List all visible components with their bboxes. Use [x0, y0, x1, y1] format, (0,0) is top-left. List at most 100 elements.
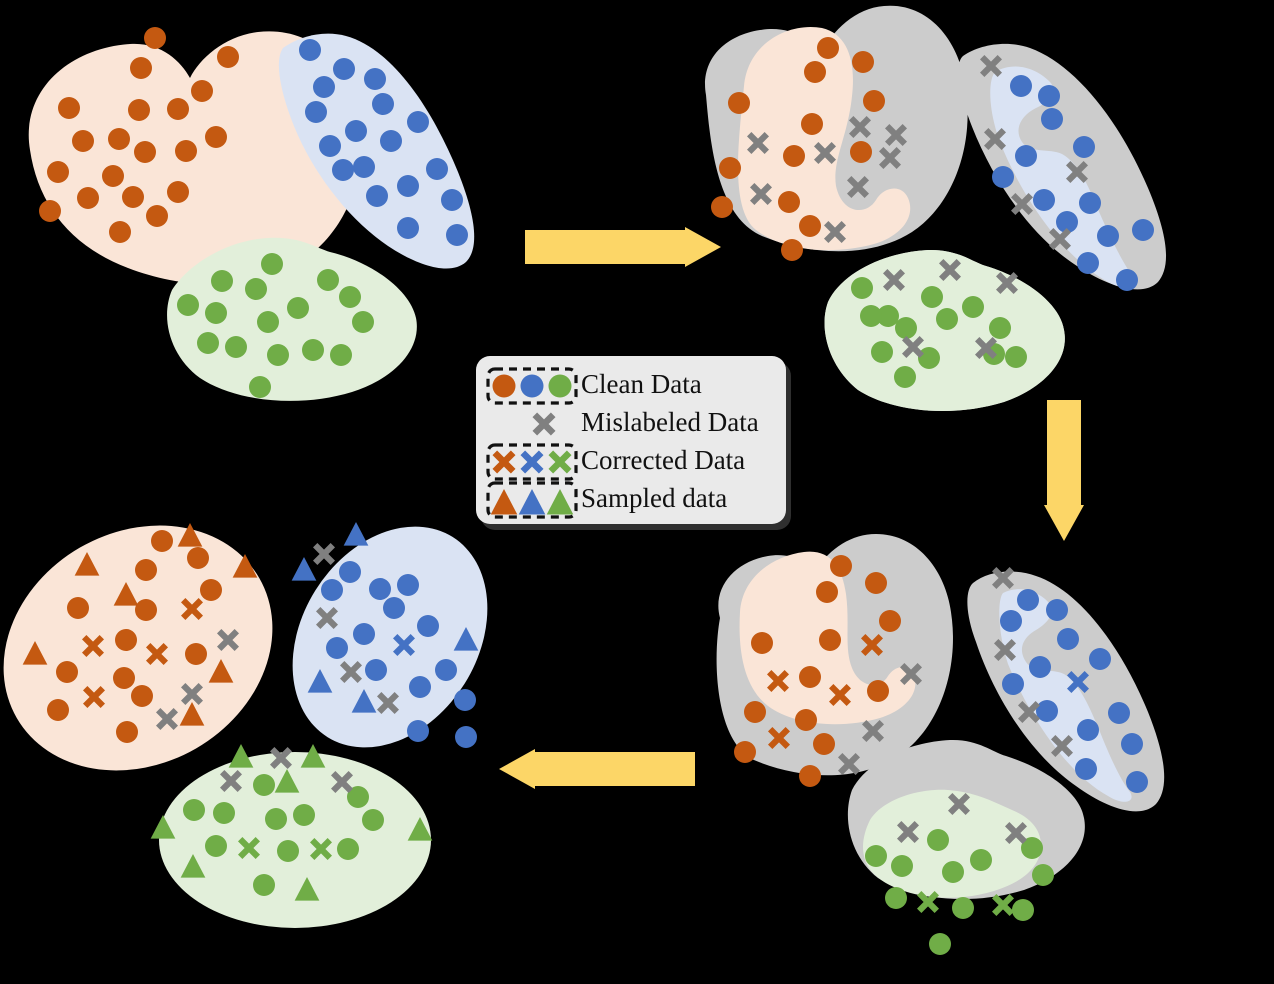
sampled-triangle-blue: [291, 557, 317, 581]
data-point-orange: [167, 181, 189, 203]
mislabeled-cross-icon: [992, 567, 1014, 589]
legend-row[interactable]: Mislabeled Data: [532, 407, 759, 437]
data-point-green: [257, 311, 279, 333]
data-point-blue: [454, 689, 476, 711]
data-point-blue: [1126, 771, 1148, 793]
data-point-orange: [799, 666, 821, 688]
data-point-blue: [435, 659, 457, 681]
data-point-orange: [734, 741, 756, 763]
data-point-orange: [819, 629, 841, 651]
data-point-green: [891, 855, 913, 877]
legend-row[interactable]: Sampled data: [486, 481, 727, 519]
data-point-orange: [813, 733, 835, 755]
cluster-orange-corrected: [716, 534, 953, 787]
data-point-blue: [407, 111, 429, 133]
data-point-blue: [345, 120, 367, 142]
data-point-blue: [1077, 719, 1099, 741]
data-point-green: [253, 874, 275, 896]
data-point-orange: [852, 51, 874, 73]
panel-sampled: Resampled training set: [3, 522, 488, 928]
corrected-cross-icon-green: [917, 891, 939, 913]
data-point-green: [261, 253, 283, 275]
cluster-blue-clean: [278, 33, 475, 269]
data-point-orange: [200, 579, 222, 601]
cluster-region: [999, 589, 1132, 802]
cluster-region: [159, 752, 431, 928]
sampled-triangle-blue: [343, 522, 369, 546]
data-point-orange: [816, 581, 838, 603]
data-point-blue: [333, 58, 355, 80]
data-point-blue: [1000, 610, 1022, 632]
panel-clean-data: Clean class clusters: [28, 27, 475, 401]
corrected-cross-icon-orange: [829, 684, 851, 706]
data-point-orange: [67, 597, 89, 619]
legend-row[interactable]: Clean Data: [486, 367, 702, 405]
mislabeled-cross-icon: [847, 176, 869, 198]
data-point-orange: [116, 721, 138, 743]
data-point-green: [929, 933, 951, 955]
data-point-green: [851, 277, 873, 299]
mislabeled-cross-icon: [340, 661, 362, 683]
data-point-green: [1012, 899, 1034, 921]
data-point-blue: [409, 676, 431, 698]
mislabeled-cross-icon: [939, 259, 961, 281]
sampled-triangle-green: [407, 817, 433, 841]
data-point-blue: [369, 578, 391, 600]
data-point-blue: [1046, 599, 1068, 621]
data-point-green: [293, 804, 315, 826]
data-point-orange: [130, 57, 152, 79]
legend-circle-icon: [492, 374, 516, 398]
cluster-orange-clean: [28, 27, 362, 285]
data-point-blue: [1038, 85, 1060, 107]
mislabeled-cross-icon: [377, 692, 399, 714]
mislabeled-cross-icon: [156, 708, 178, 730]
corrected-cross-icon-orange: [146, 643, 168, 665]
sampled-triangle-orange: [232, 554, 258, 578]
mislabeled-cross-icon: [814, 142, 836, 164]
data-point-orange: [167, 98, 189, 120]
corrected-cross-icon-orange: [181, 598, 203, 620]
cluster-region: [167, 237, 417, 401]
cluster-green-noisy: [824, 249, 1065, 412]
data-point-green: [1005, 346, 1027, 368]
data-point-orange: [728, 92, 750, 114]
data-point-blue: [407, 720, 429, 742]
mislabeled-cross-icon: [220, 770, 242, 792]
legend-cross-icon: [492, 450, 516, 474]
legend-label: Sampled data: [581, 483, 727, 513]
mislabeled-cross-icon: [975, 337, 997, 359]
data-point-green: [183, 799, 205, 821]
mislabeled-cross-icon: [181, 683, 203, 705]
data-point-blue: [1002, 673, 1024, 695]
data-point-orange: [778, 191, 800, 213]
data-point-orange: [128, 99, 150, 121]
mislabeled-cross-icon: [1051, 735, 1073, 757]
data-point-blue: [299, 39, 321, 61]
data-point-blue: [1073, 136, 1095, 158]
data-point-blue: [1029, 656, 1051, 678]
legend-triangle-icon: [518, 489, 546, 515]
data-point-blue: [1015, 145, 1037, 167]
data-point-blue: [1108, 702, 1130, 724]
data-point-green: [918, 347, 940, 369]
corrected-cross-icon-green: [310, 838, 332, 860]
sampled-triangle-blue: [351, 689, 377, 713]
legend-triangle-icon: [490, 489, 518, 515]
data-point-blue: [321, 579, 343, 601]
data-point-blue: [1036, 700, 1058, 722]
sampled-triangle-green: [228, 744, 254, 768]
corrected-cross-icon-blue: [1067, 671, 1089, 693]
data-point-green: [921, 286, 943, 308]
data-point-orange: [134, 141, 156, 163]
legend-row[interactable]: Corrected Data: [486, 443, 745, 481]
legend-marker-group-outline: [486, 443, 578, 481]
sampled-triangle-blue: [453, 627, 479, 651]
sampled-triangle-orange: [74, 552, 100, 576]
data-point-orange: [56, 661, 78, 683]
data-point-blue: [332, 159, 354, 181]
data-point-green: [177, 294, 199, 316]
sampled-triangle-green: [300, 744, 326, 768]
data-point-blue: [339, 561, 361, 583]
cluster-blue-noisy: [958, 43, 1167, 291]
